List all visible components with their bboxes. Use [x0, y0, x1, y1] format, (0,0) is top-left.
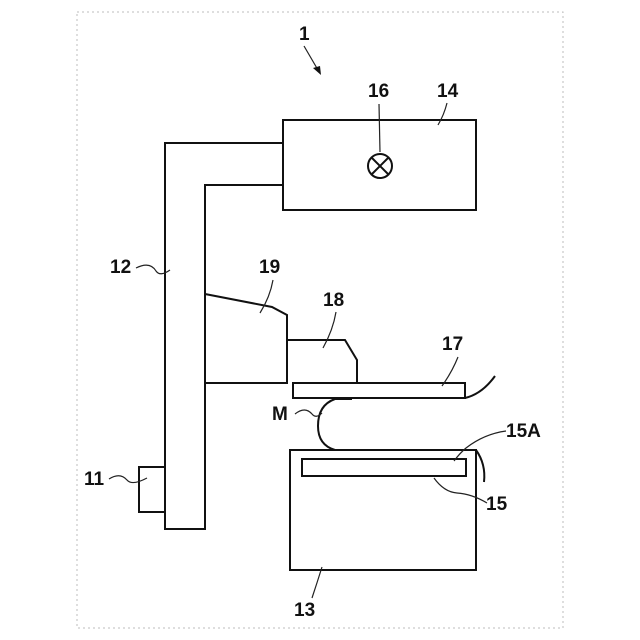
label-13: 13: [294, 600, 315, 621]
label-16: 16: [368, 81, 389, 102]
leader-17: [442, 357, 458, 386]
label-17: 17: [442, 334, 463, 355]
label-15: 15: [486, 494, 508, 515]
label-19: 19: [259, 257, 280, 278]
label-11: 11: [84, 469, 105, 490]
holder: [287, 340, 357, 383]
inner-plate-edge: [476, 450, 484, 482]
lower-housing: [290, 450, 476, 570]
leader-m: [295, 410, 322, 416]
leader-19: [260, 280, 273, 313]
leader-18: [323, 312, 336, 348]
label-12: 12: [110, 257, 131, 278]
page-frame: [77, 12, 563, 628]
label-1: 1: [299, 24, 310, 45]
label-18: 18: [323, 290, 344, 311]
compression-plate-edge: [465, 376, 495, 398]
face-guard: [205, 294, 287, 383]
leader-13: [312, 567, 322, 598]
leader-14: [438, 103, 447, 125]
leader-11: [109, 476, 147, 483]
label-m: M: [272, 404, 288, 425]
inner-plate: [302, 459, 466, 476]
arrowhead-1: [313, 66, 321, 75]
label-14: 14: [437, 81, 459, 102]
leader-1: [304, 46, 318, 70]
compression-plate: [293, 383, 465, 398]
subject: [318, 399, 356, 450]
base-box: [139, 467, 165, 512]
leader-16: [379, 104, 380, 152]
arm: [165, 143, 283, 529]
leader-15: [434, 478, 487, 503]
label-15a: 15A: [506, 421, 541, 442]
